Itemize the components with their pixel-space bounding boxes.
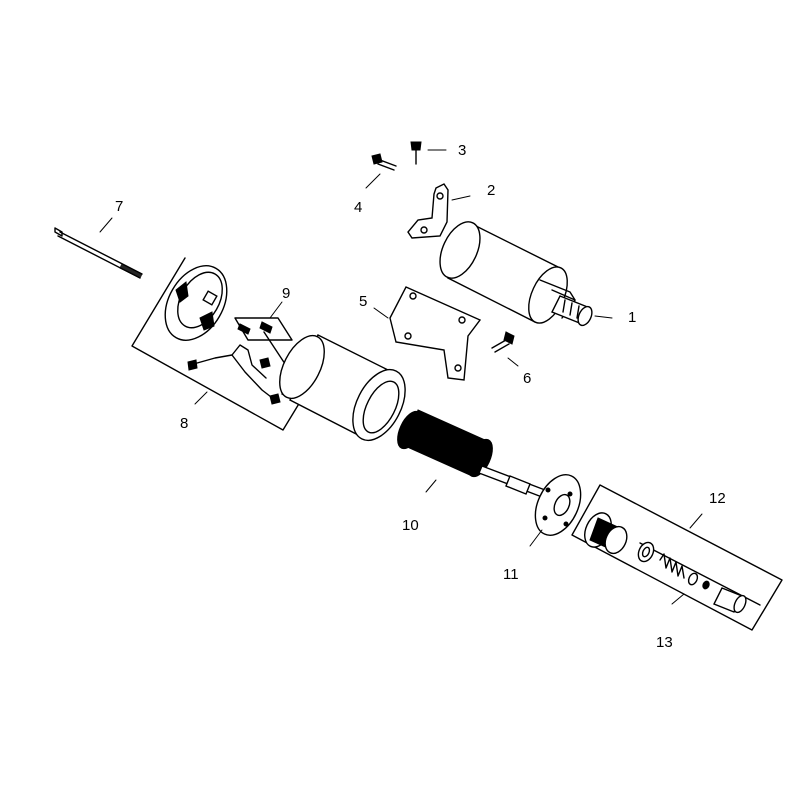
label-part-13: 13 xyxy=(656,634,673,651)
label-part-7: 7 xyxy=(115,198,123,215)
label-part-2: 2 xyxy=(487,182,495,199)
starter-motor-part xyxy=(439,221,613,327)
mounting-bracket-part xyxy=(407,183,471,239)
screw-part xyxy=(491,331,519,367)
part-labels: 1 2 3 4 5 6 7 8 9 10 11 12 13 xyxy=(115,142,726,651)
label-part-4: 4 xyxy=(354,199,362,216)
label-part-5: 5 xyxy=(359,293,367,310)
label-part-3: 3 xyxy=(458,142,466,159)
label-part-8: 8 xyxy=(180,415,188,432)
end-cap-assembly-part xyxy=(131,257,301,431)
label-part-9: 9 xyxy=(282,285,290,302)
label-part-1: 1 xyxy=(628,309,636,326)
label-part-6: 6 xyxy=(523,370,531,387)
plate-part xyxy=(373,286,482,381)
drive-assembly-part xyxy=(571,484,783,631)
label-part-11: 11 xyxy=(503,566,519,583)
end-plate-part xyxy=(529,474,582,547)
label-part-10: 10 xyxy=(402,517,419,534)
armature-part xyxy=(397,409,546,498)
screw-part xyxy=(365,153,397,189)
screw-part xyxy=(410,141,447,165)
label-part-12: 12 xyxy=(709,490,726,507)
housing-frame-part xyxy=(279,334,406,442)
through-bolt-part xyxy=(54,217,143,279)
